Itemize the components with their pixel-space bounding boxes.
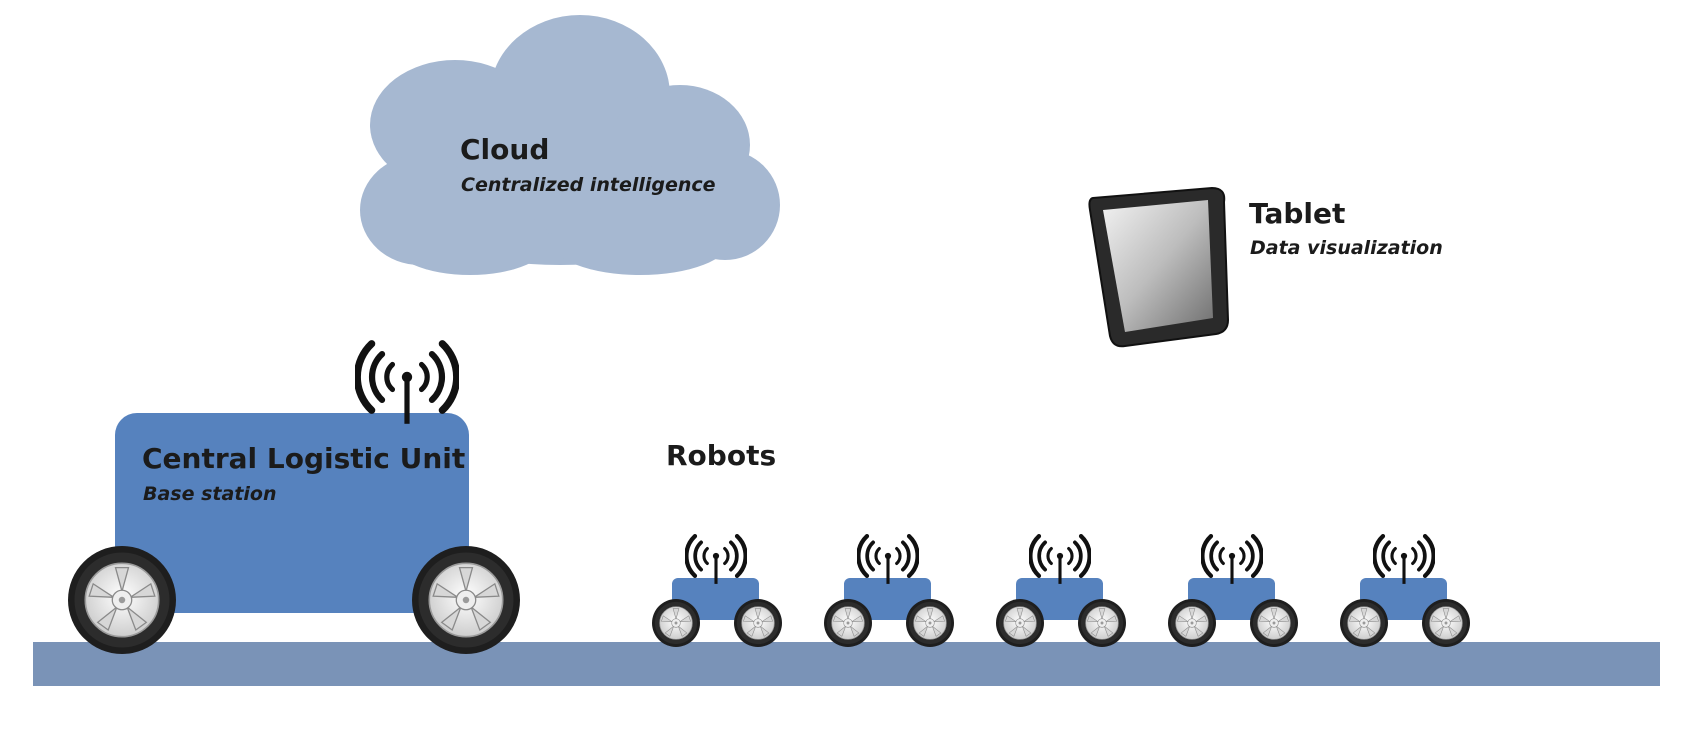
- base-station-body: [115, 413, 469, 613]
- wheel-icon: [1168, 599, 1216, 647]
- robot: [1168, 536, 1298, 647]
- robots-title: Robots: [666, 439, 777, 472]
- wheel-icon: [824, 599, 872, 647]
- robot: [824, 536, 954, 647]
- robots-group: [652, 536, 1470, 647]
- wheel-icon: [68, 546, 176, 654]
- robot: [1340, 536, 1470, 647]
- robot: [652, 536, 782, 647]
- wireless-antenna-icon: [1202, 536, 1261, 584]
- wheel-icon: [1250, 599, 1298, 647]
- robot: [996, 536, 1126, 647]
- tablet-subtitle: Data visualization: [1250, 237, 1443, 259]
- wheel-icon: [652, 599, 700, 647]
- wireless-antenna-icon: [1030, 536, 1089, 584]
- cloud-subtitle: Centralized intelligence: [461, 174, 716, 196]
- wheel-icon: [996, 599, 1044, 647]
- wheel-icon: [1078, 599, 1126, 647]
- wireless-antenna-icon: [686, 536, 745, 584]
- wireless-antenna-icon: [357, 344, 456, 424]
- wireless-antenna-icon: [858, 536, 917, 584]
- tablet-device-icon: [1088, 186, 1230, 348]
- wireless-antenna-icon: [1374, 536, 1433, 584]
- wheel-icon: [412, 546, 520, 654]
- wheel-icon: [734, 599, 782, 647]
- wheel-icon: [1422, 599, 1470, 647]
- wheel-icon: [1340, 599, 1388, 647]
- cloud-title: Cloud: [460, 133, 550, 166]
- base-station-title: Central Logistic Unit: [142, 442, 466, 475]
- tablet-title: Tablet: [1249, 197, 1346, 230]
- ground-strip: [33, 642, 1660, 686]
- wheel-icon: [906, 599, 954, 647]
- base-station-subtitle: Base station: [143, 483, 277, 505]
- cloud-shape: [360, 15, 780, 275]
